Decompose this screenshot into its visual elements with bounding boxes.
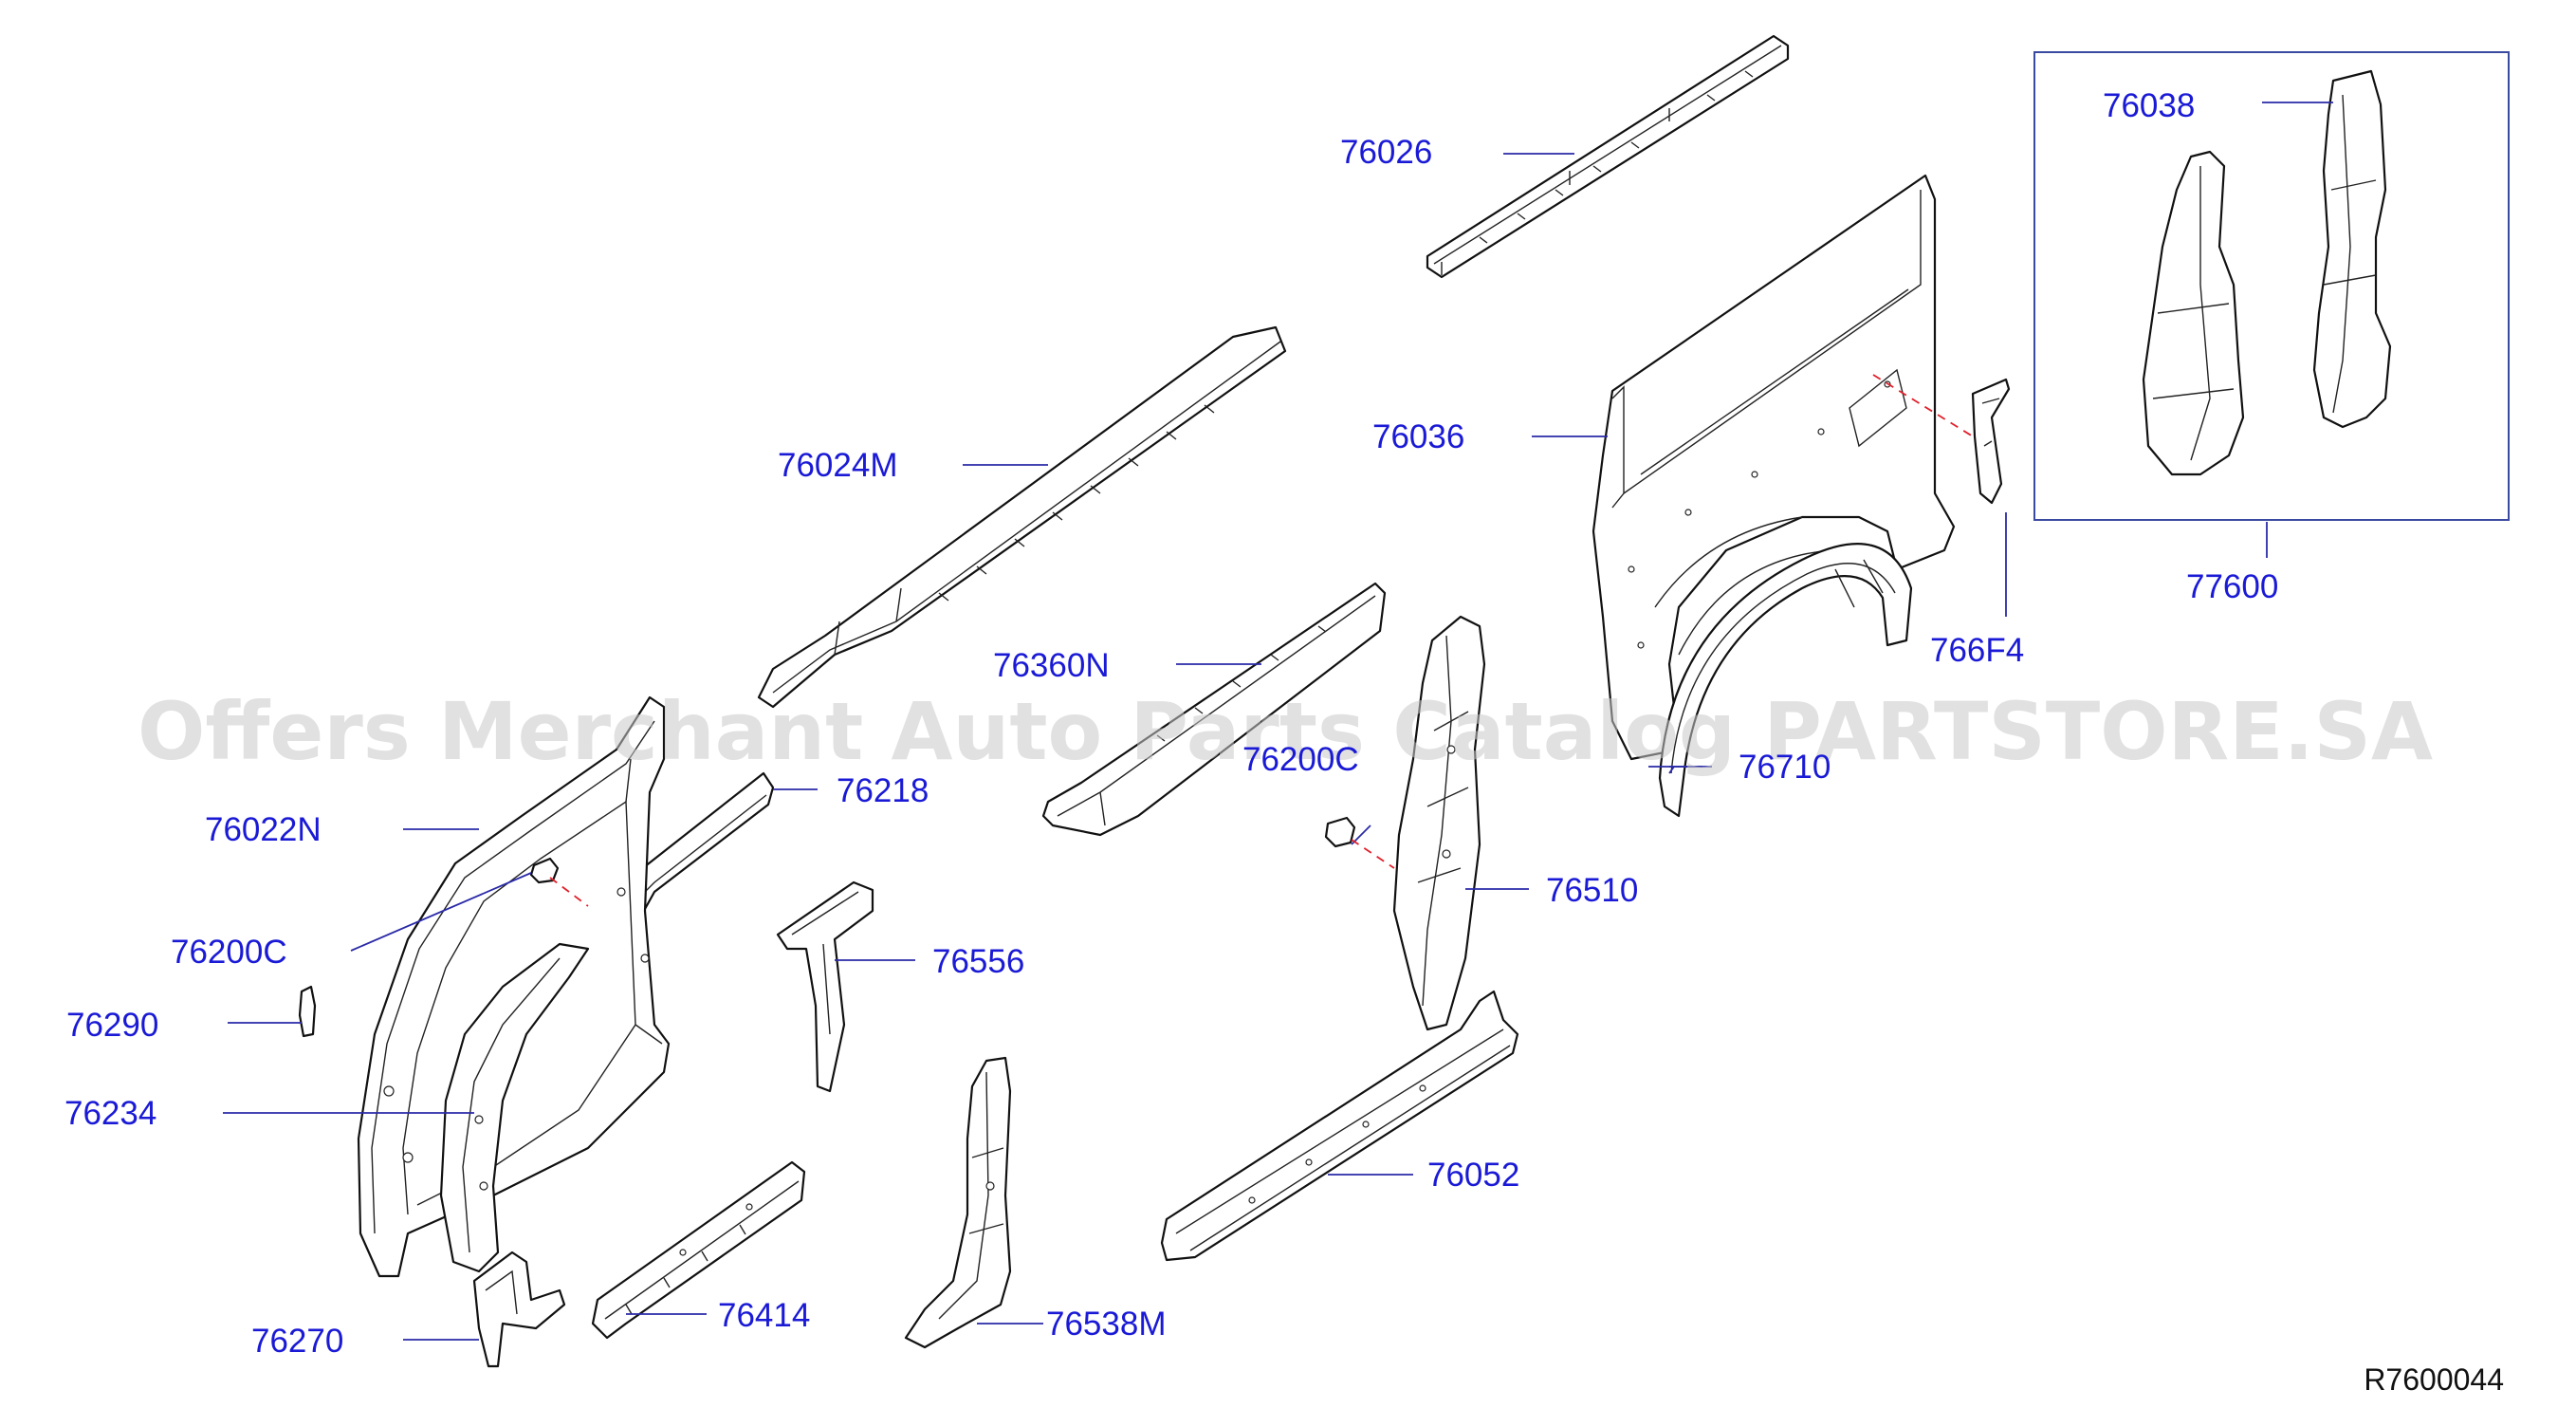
part-76414[interactable] [591, 1160, 806, 1340]
part-77600-inner[interactable] [2142, 150, 2245, 476]
callout-76414[interactable]: 76414 [718, 1297, 810, 1334]
part-76052[interactable] [1160, 990, 1519, 1262]
part-76710[interactable] [1658, 543, 1913, 818]
callout-76218[interactable]: 76218 [837, 772, 929, 809]
callout-76710[interactable]: 76710 [1739, 749, 1831, 786]
callout-76038[interactable]: 76038 [2103, 87, 2195, 124]
part-76290[interactable] [298, 985, 317, 1038]
callout-76290[interactable]: 76290 [66, 1007, 158, 1044]
part-766F4[interactable] [1971, 378, 2011, 505]
callout-766F4[interactable]: 766F4 [1930, 632, 2024, 669]
part-76038[interactable] [2312, 69, 2392, 429]
callout-labels: 76026 76024M 76036 76038 77600 766F4 763… [64, 87, 2278, 1360]
part-76556[interactable] [776, 880, 874, 1093]
callout-76200C-left[interactable]: 76200C [171, 934, 287, 971]
part-76510[interactable] [1392, 615, 1486, 1031]
callout-76234[interactable]: 76234 [64, 1095, 156, 1132]
part-76024M[interactable] [757, 325, 1287, 709]
callout-76200C-right[interactable]: 76200C [1242, 741, 1359, 778]
part-76360N[interactable] [1041, 582, 1387, 837]
callout-76052[interactable]: 76052 [1427, 1157, 1519, 1194]
callout-76024M[interactable]: 76024M [778, 447, 897, 484]
callout-76036[interactable]: 76036 [1372, 418, 1464, 455]
callout-76026[interactable]: 76026 [1340, 134, 1432, 171]
inset-frame-77600 [2033, 51, 2510, 521]
callout-76510[interactable]: 76510 [1546, 872, 1638, 909]
watermark-text: Offers Merchant Auto Parts Catalog PARTS… [138, 685, 2433, 778]
part-76234[interactable] [439, 942, 590, 1273]
callout-76270[interactable]: 76270 [251, 1323, 343, 1360]
part-76200C-right[interactable] [1324, 816, 1356, 848]
callout-76538M[interactable]: 76538M [1046, 1306, 1166, 1343]
part-76026[interactable] [1426, 34, 1790, 279]
part-76270[interactable] [472, 1251, 566, 1368]
part-76538M[interactable] [904, 1056, 1012, 1349]
callout-76556[interactable]: 76556 [932, 943, 1024, 980]
part-76036[interactable] [1592, 174, 1956, 761]
dashed-guides [549, 374, 1974, 907]
reference-code: R7600044 [2364, 1362, 2504, 1397]
callout-76022N[interactable]: 76022N [205, 811, 322, 848]
callout-77600[interactable]: 77600 [2186, 568, 2278, 605]
callout-76360N[interactable]: 76360N [993, 647, 1110, 684]
